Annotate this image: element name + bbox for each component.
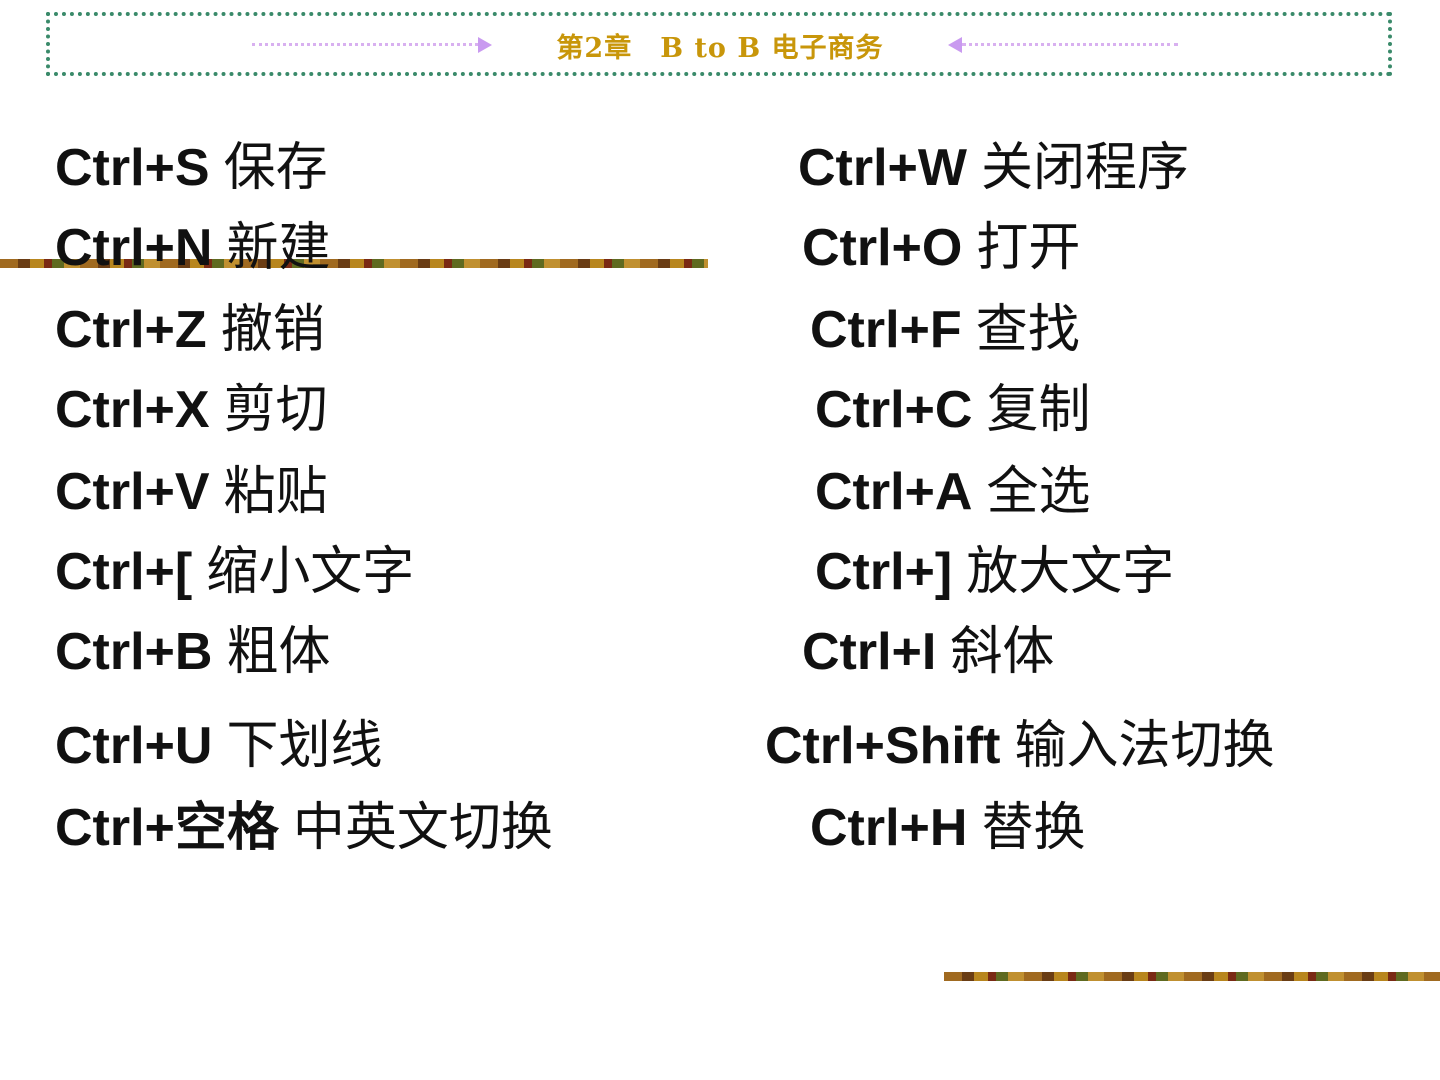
shortcut-item: Ctrl+[缩小文字 — [55, 542, 414, 602]
shortcut-description: 撤销 — [220, 301, 325, 359]
shortcut-description: 替换 — [981, 799, 1086, 857]
shortcut-description: 中英文切换 — [292, 799, 553, 857]
shortcut-key: Ctrl+Z — [55, 301, 207, 359]
shortcut-key: Ctrl+空格 — [55, 799, 279, 857]
shortcut-key: Ctrl+] — [815, 543, 953, 601]
shortcut-description: 关闭程序 — [981, 139, 1190, 197]
shortcut-key: Ctrl+X — [55, 381, 210, 439]
shortcut-description: 粘贴 — [223, 463, 328, 521]
shortcut-key: Ctrl+O — [802, 219, 963, 277]
shortcut-description: 放大文字 — [966, 543, 1175, 601]
shortcut-item: Ctrl+空格中英文切换 — [55, 798, 553, 858]
shortcut-description: 全选 — [986, 463, 1091, 521]
shortcut-description: 粗体 — [226, 623, 331, 681]
shortcut-description: 缩小文字 — [206, 543, 415, 601]
shortcut-key: Ctrl+U — [55, 717, 213, 775]
shortcut-key: Ctrl+B — [55, 623, 213, 681]
shortcut-description: 打开 — [976, 219, 1081, 277]
shortcut-key: Ctrl+Shift — [765, 717, 1001, 775]
shortcut-key: Ctrl+C — [815, 381, 973, 439]
shortcut-key: Ctrl+V — [55, 463, 210, 521]
slide-header-title: 第2章 B to B 电子商务 — [556, 33, 884, 64]
shortcut-item: Ctrl+]放大文字 — [815, 542, 1174, 602]
shortcut-key: Ctrl+I — [802, 623, 937, 681]
shortcut-description: 保存 — [223, 139, 328, 197]
header-frame — [46, 12, 1392, 76]
arrow-right-icon — [252, 37, 492, 53]
decorative-bar-top — [0, 259, 708, 268]
shortcut-key: Ctrl+S — [55, 139, 210, 197]
shortcut-key: Ctrl+W — [798, 139, 967, 197]
shortcut-key: Ctrl+H — [810, 799, 968, 857]
shortcut-key: Ctrl+A — [815, 463, 973, 521]
shortcut-description: 复制 — [986, 381, 1091, 439]
shortcut-key: Ctrl+F — [810, 301, 962, 359]
shortcut-description: 新建 — [226, 219, 331, 277]
shortcut-key: Ctrl+[ — [55, 543, 193, 601]
shortcut-description: 下划线 — [226, 717, 383, 775]
shortcut-description: 剪切 — [223, 381, 328, 439]
arrow-left-icon — [948, 37, 1178, 53]
decorative-bar-bottom — [944, 972, 1440, 981]
shortcut-key: Ctrl+N — [55, 219, 213, 277]
shortcut-description: 输入法切换 — [1014, 717, 1275, 775]
shortcut-description: 查找 — [975, 301, 1080, 359]
shortcut-description: 斜体 — [950, 623, 1055, 681]
